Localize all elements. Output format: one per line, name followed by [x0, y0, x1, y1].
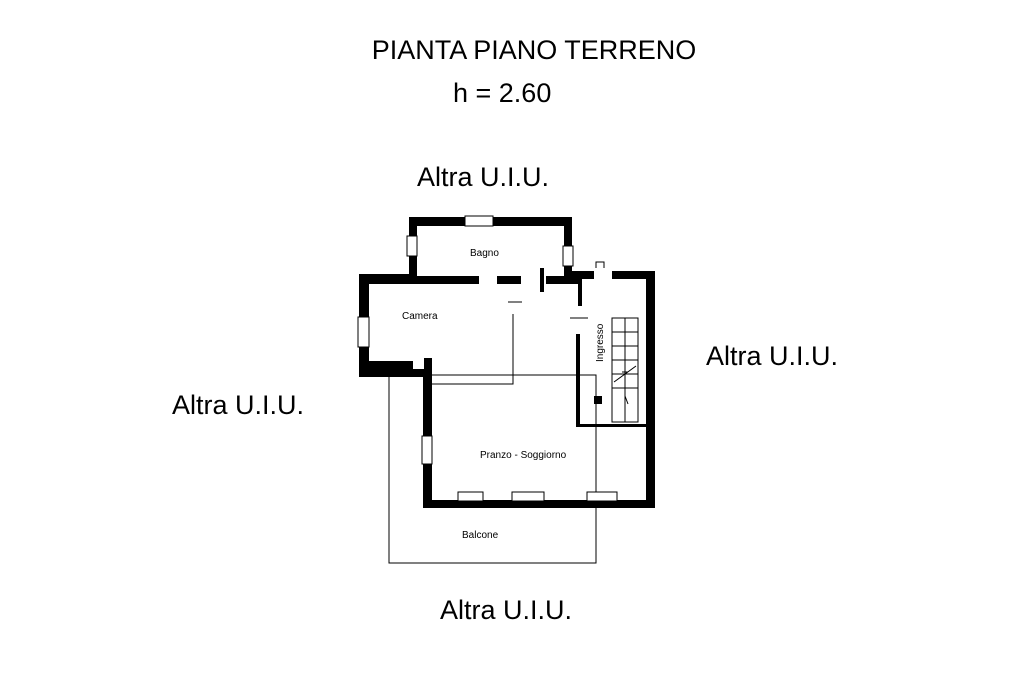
entrance-gap	[594, 268, 612, 282]
adjacent-unit-left: Altra U.I.U.	[172, 390, 305, 420]
room-label-pranzo-soggiorno: Pranzo - Soggiorno	[480, 450, 567, 461]
staircase	[611, 317, 639, 423]
door-marks	[508, 301, 588, 319]
entrance-door-swing	[595, 261, 605, 268]
adjacent-unit-bottom: Altra U.I.U.	[440, 595, 573, 625]
plan-title: PIANTA PIANO TERRENO	[371, 35, 697, 65]
ceiling-height-label: h = 2.60	[453, 78, 552, 108]
adjacent-unit-right: Altra U.I.U.	[706, 341, 839, 371]
interior-walls	[369, 268, 646, 427]
room-label-ingresso: Ingresso	[595, 323, 606, 362]
balcony-outline	[388, 374, 597, 564]
windows	[357, 215, 618, 502]
adjacent-unit-top: Altra U.I.U.	[417, 162, 550, 192]
room-label-balcone: Balcone	[462, 530, 499, 541]
partition-line	[432, 314, 514, 385]
room-label-camera: Camera	[402, 311, 438, 322]
room-label-bagno: Bagno	[470, 248, 499, 259]
